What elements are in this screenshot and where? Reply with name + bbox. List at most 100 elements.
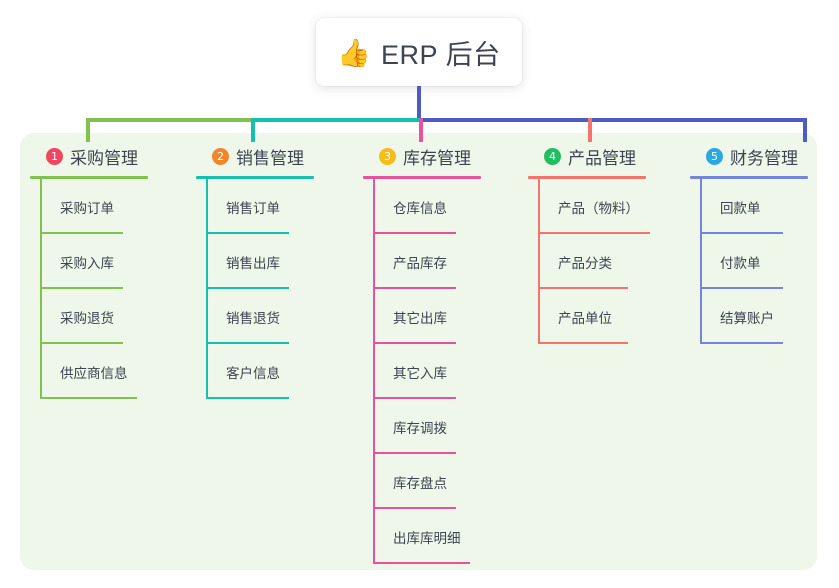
list-item[interactable]: 仓库信息 bbox=[363, 179, 523, 234]
root-title-label: ERP 后台 bbox=[381, 39, 501, 70]
list-item-underline bbox=[373, 232, 456, 234]
column-product-management-header[interactable]: 4 产品管理 bbox=[528, 143, 688, 169]
list-item-underline bbox=[373, 397, 456, 399]
list-item-label: 销售出库 bbox=[226, 256, 280, 271]
list-item-label: 库存盘点 bbox=[393, 476, 447, 491]
list-item-underline bbox=[40, 287, 123, 289]
column-finance-management-underline bbox=[690, 176, 808, 179]
column-purchase-management-header[interactable]: 1 采购管理 bbox=[30, 143, 190, 169]
column-finance-management-title: 财务管理 bbox=[730, 148, 798, 168]
list-item-underline bbox=[206, 232, 289, 234]
list-item-underline bbox=[373, 452, 456, 454]
list-item-label: 结算账户 bbox=[720, 311, 774, 326]
segment-product bbox=[588, 118, 757, 122]
list-item-label: 销售订单 bbox=[226, 201, 280, 216]
column-finance-management: 5 财务管理回款单付款单结算账户 bbox=[690, 143, 839, 344]
list-item-underline bbox=[373, 342, 456, 344]
list-item[interactable]: 产品单位 bbox=[528, 289, 688, 344]
list-item-underline bbox=[206, 342, 289, 344]
list-item-label: 库存调拨 bbox=[393, 421, 447, 436]
list-item[interactable]: 出库库明细 bbox=[363, 509, 523, 564]
column-product-management-title: 产品管理 bbox=[568, 148, 636, 168]
drop-sales bbox=[251, 118, 255, 142]
list-item[interactable]: 产品（物料） bbox=[528, 179, 688, 234]
list-item-underline bbox=[538, 342, 628, 344]
column-inventory-management-title: 库存管理 bbox=[403, 148, 471, 168]
list-item[interactable]: 采购入库 bbox=[30, 234, 190, 289]
list-item-label: 客户信息 bbox=[226, 366, 280, 381]
list-item-label: 仓库信息 bbox=[393, 201, 447, 216]
list-item[interactable]: 产品分类 bbox=[528, 234, 688, 289]
list-item[interactable]: 供应商信息 bbox=[30, 344, 190, 399]
list-item-label: 采购退货 bbox=[60, 311, 114, 326]
list-item-underline bbox=[700, 232, 783, 234]
drop-purchase bbox=[86, 118, 90, 142]
background-panel bbox=[20, 133, 817, 570]
column-product-management-underline bbox=[528, 176, 646, 179]
column-product-management-items: 产品（物料） 产品分类产品单位 bbox=[528, 179, 688, 344]
number-badge-3: 3 bbox=[379, 147, 396, 165]
column-inventory-management: 3 库存管理仓库信息产品库存其它出库其它入库库存调拨库存盘点出库库明细 bbox=[363, 143, 523, 564]
column-sales-management-underline bbox=[196, 176, 314, 179]
drop-product bbox=[588, 118, 592, 142]
number-badge-1: 1 bbox=[46, 147, 63, 165]
list-item-label: 销售退货 bbox=[226, 311, 280, 326]
segment-finance bbox=[757, 118, 807, 122]
list-item-underline bbox=[40, 342, 123, 344]
column-purchase-management: 1 采购管理采购订单采购入库采购退货供应商信息 bbox=[30, 143, 190, 399]
list-item[interactable]: 销售退货 bbox=[196, 289, 356, 344]
column-inventory-management-underline bbox=[363, 176, 481, 179]
list-item[interactable]: 付款单 bbox=[690, 234, 839, 289]
list-item[interactable]: 销售出库 bbox=[196, 234, 356, 289]
column-finance-management-header[interactable]: 5 财务管理 bbox=[690, 143, 839, 169]
list-item-label: 产品单位 bbox=[558, 311, 612, 326]
segment-sales bbox=[251, 118, 419, 122]
list-item[interactable]: 其它出库 bbox=[363, 289, 523, 344]
column-purchase-management-items: 采购订单采购入库采购退货供应商信息 bbox=[30, 179, 190, 399]
thumbs-up-icon: 👍 bbox=[337, 37, 372, 68]
list-item[interactable]: 结算账户 bbox=[690, 289, 839, 344]
list-item[interactable]: 库存盘点 bbox=[363, 454, 523, 509]
column-inventory-management-header[interactable]: 3 库存管理 bbox=[363, 143, 523, 169]
column-finance-management-spine bbox=[700, 179, 702, 344]
list-item[interactable]: 其它入库 bbox=[363, 344, 523, 399]
root-title-card[interactable]: 👍 ERP 后台 bbox=[316, 18, 522, 86]
column-inventory-management-spine bbox=[373, 179, 375, 564]
column-purchase-management-underline bbox=[30, 176, 148, 179]
list-item[interactable]: 回款单 bbox=[690, 179, 839, 234]
list-item-underline bbox=[373, 507, 456, 509]
list-item-underline bbox=[206, 397, 289, 399]
list-item[interactable]: 库存调拨 bbox=[363, 399, 523, 454]
number-badge-2: 2 bbox=[212, 147, 229, 165]
column-product-management-spine bbox=[538, 179, 540, 344]
list-item[interactable]: 产品库存 bbox=[363, 234, 523, 289]
list-item-label: 其它入库 bbox=[393, 366, 447, 381]
list-item-label: 采购订单 bbox=[60, 201, 114, 216]
list-item-underline bbox=[40, 397, 137, 399]
column-purchase-management-title: 采购管理 bbox=[70, 148, 138, 168]
list-item-underline bbox=[373, 562, 470, 564]
column-finance-management-items: 回款单付款单结算账户 bbox=[690, 179, 839, 344]
list-item-label: 其它出库 bbox=[393, 311, 447, 326]
number-badge-5: 5 bbox=[706, 147, 723, 165]
list-item[interactable]: 采购退货 bbox=[30, 289, 190, 344]
column-inventory-management-items: 仓库信息产品库存其它出库其它入库库存调拨库存盘点出库库明细 bbox=[363, 179, 523, 564]
list-item[interactable]: 采购订单 bbox=[30, 179, 190, 234]
list-item[interactable]: 销售订单 bbox=[196, 179, 356, 234]
list-item-label: 产品（物料） bbox=[558, 201, 639, 216]
list-item-label: 采购入库 bbox=[60, 256, 114, 271]
list-item-label: 出库库明细 bbox=[393, 531, 461, 546]
list-item-underline bbox=[538, 287, 628, 289]
column-purchase-management-spine bbox=[40, 179, 42, 399]
number-badge-4: 4 bbox=[544, 147, 561, 165]
segment-purchase bbox=[86, 118, 251, 122]
list-item-label: 产品库存 bbox=[393, 256, 447, 271]
segment-inventory bbox=[419, 118, 588, 122]
list-item[interactable]: 客户信息 bbox=[196, 344, 356, 399]
list-item-underline bbox=[700, 287, 783, 289]
column-sales-management-items: 销售订单销售出库销售退货客户信息 bbox=[196, 179, 356, 399]
list-item-underline bbox=[538, 232, 650, 234]
